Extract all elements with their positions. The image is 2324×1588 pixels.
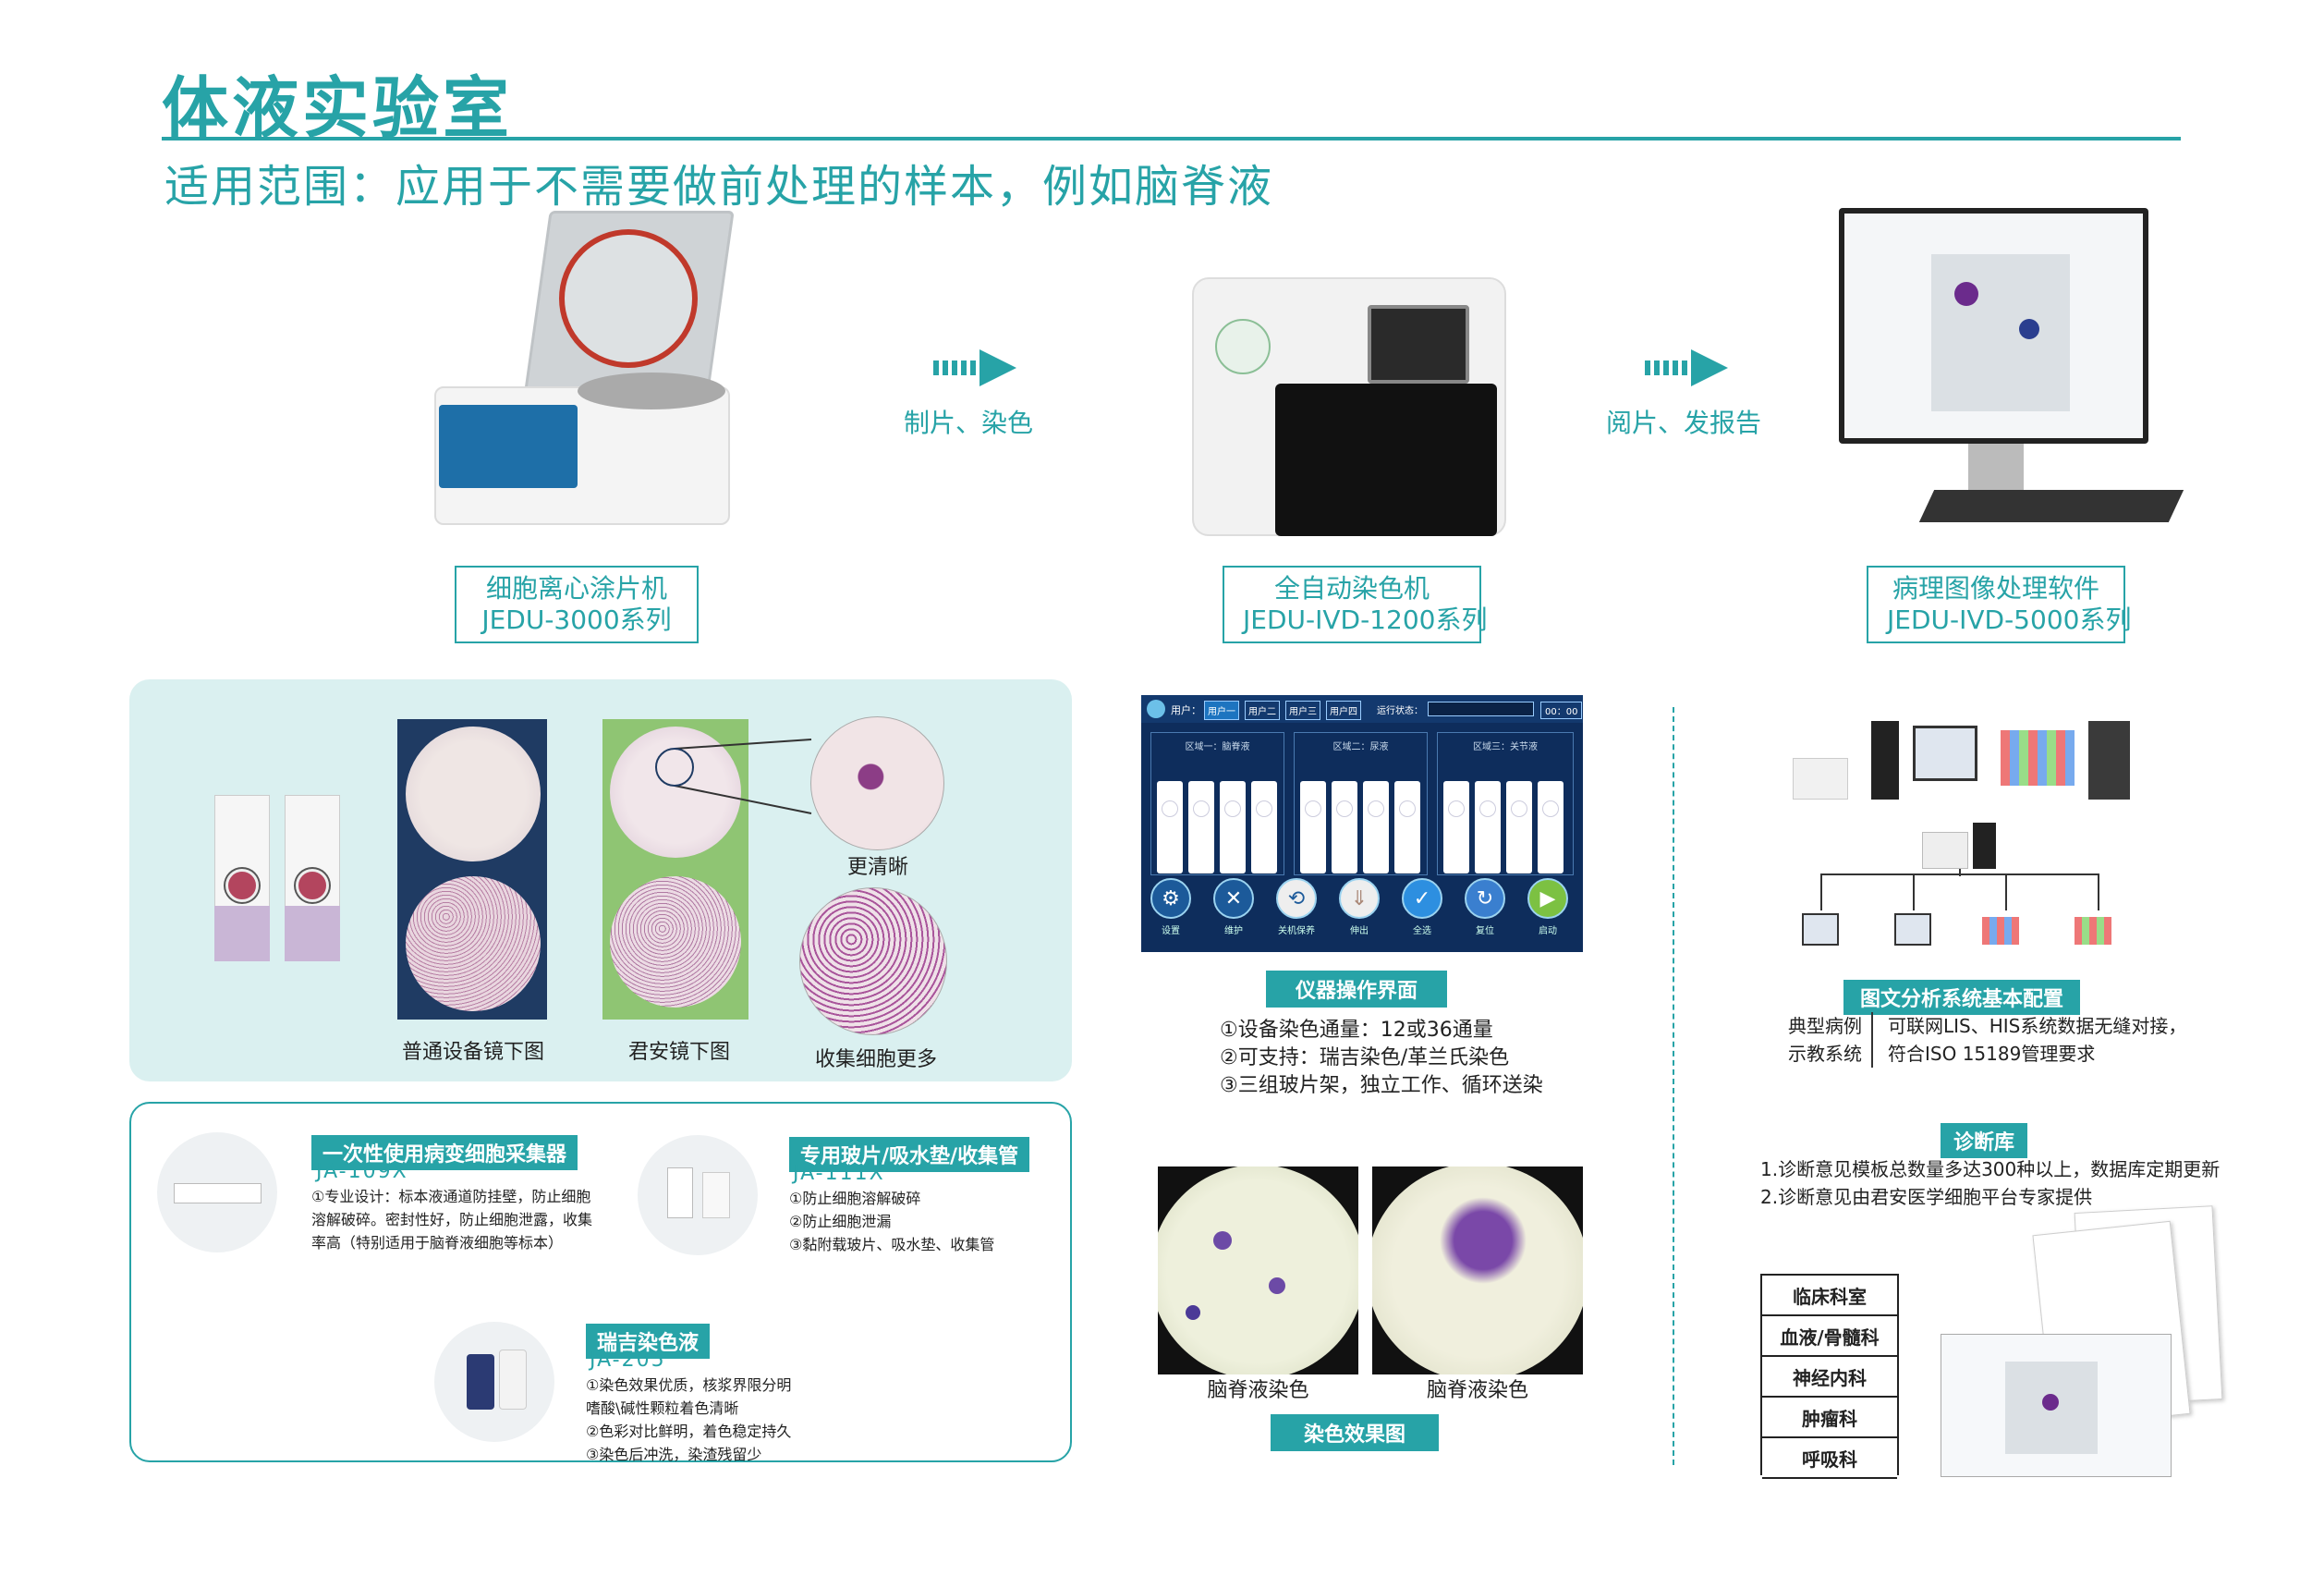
arrow-right-icon (1645, 349, 1728, 386)
csf-stain-image-1 (1158, 1167, 1358, 1374)
department-item: 血液/骨髓科 (1762, 1316, 1897, 1357)
stainer-image (1192, 277, 1506, 536)
consumables-panel (129, 1102, 1072, 1462)
stain-solution-image (434, 1322, 554, 1442)
select-all-check-icon[interactable]: ✓ (1402, 878, 1442, 919)
title-rule (162, 137, 2181, 140)
ui-zone-2: 区域二：尿液 (1294, 732, 1428, 875)
caption-clearer: 更清晰 (846, 856, 908, 879)
arrow-right-icon (933, 349, 1016, 386)
stain-desc: ①染色效果优质，核浆界限分明 嗜酸\碱性颗粒着色清晰 ②色彩对比鲜明，着色稳定持… (586, 1376, 792, 1463)
page-title: 体液实验室 (162, 69, 514, 147)
ui-zone-1: 区域一：脑脊液 (1150, 732, 1284, 875)
department-list: 临床科室 血液/骨髓科 神经内科 肿瘤科 呼吸科 (1760, 1274, 1899, 1479)
section-divider (1673, 707, 1674, 1465)
ui-user-tab-2[interactable]: 用户二 (1245, 701, 1280, 720)
lis-his-description: 可联网LIS、HIS系统数据无缝对接， 符合ISO 15189管理要求 (1888, 1015, 2187, 1065)
stain-code: JA-205 (590, 1349, 666, 1372)
junan-micrographs (602, 719, 748, 1020)
slides-tubes-image (638, 1135, 758, 1255)
collector-title: 一次性使用病变细胞采集器 (311, 1135, 578, 1170)
slides-code: JA-111X (793, 1162, 885, 1185)
department-item: 肿瘤科 (1762, 1398, 1897, 1438)
reset-refresh-icon[interactable]: ↻ (1465, 878, 1505, 919)
slides-desc: ①防止细胞溶解破碎 ②防止细胞泄漏 ③黏附载玻片、吸水垫、收集管 (789, 1190, 995, 1253)
collector-desc: ①专业设计：标本液通道防挂壁，防止细胞 溶解破碎。密封性好，防止细胞泄露，收集 … (311, 1188, 593, 1252)
stain-title: 瑞吉染色液 (586, 1324, 711, 1359)
normal-device-micrographs (397, 719, 547, 1020)
ui-status-label: 运行状态： (1377, 706, 1423, 716)
slides-title: 专用玻片/吸水垫/收集管 (789, 1137, 1030, 1172)
csf-stain-image-2 (1372, 1167, 1583, 1374)
department-item: 神经内科 (1762, 1357, 1897, 1398)
instrument-features: ①设备染色通量：12或36通量 ②可支持：瑞吉染色/革兰氏染色 ③三组玻片架，独… (1220, 1019, 1543, 1097)
diagnosis-library-desc: 1.诊断意见模板总数量多达300种以上，数据库定期更新 2.诊断意见由君安医学细… (1760, 1158, 2221, 1208)
instrument-ui-screenshot: 用户： 用户一 用户二 用户三 用户四 运行状态： 00：00 区域一：脑脊液 … (1141, 695, 1583, 952)
ui-timer: 00：00 (1540, 702, 1583, 719)
caption-normal-device: 普通设备镜下图 (401, 1041, 544, 1064)
caption-junan-device: 君安镜下图 (627, 1041, 730, 1064)
collector-image (157, 1132, 277, 1252)
instrument-ui-badge: 仪器操作界面 (1266, 971, 1448, 1008)
shutdown-maintenance-icon[interactable]: ⟲ (1276, 878, 1317, 919)
zoom-lines (655, 739, 812, 814)
zoom-clear-micrograph (810, 716, 944, 850)
start-play-icon[interactable]: ▶ (1527, 878, 1568, 919)
report-documents-image (1941, 1205, 2223, 1477)
department-item: 临床科室 (1762, 1276, 1897, 1316)
logo-icon (1147, 700, 1165, 718)
diagnosis-library-badge: 诊断库 (1941, 1123, 2028, 1158)
maintenance-tools-icon[interactable]: ✕ (1213, 878, 1254, 919)
teaching-system-label: 典型病例 示教系统 (1788, 1012, 1873, 1068)
device-label-stainer: 全自动染色机 JEDU-IVD-1200系列 (1223, 566, 1487, 643)
settings-gear-icon[interactable]: ⚙ (1150, 878, 1191, 919)
ui-user-label: 用户： (1171, 704, 1201, 716)
ui-user-tab-1[interactable]: 用户一 (1204, 701, 1239, 720)
zoom-more-cells-micrograph (799, 887, 947, 1035)
csf-stain-caption-2: 脑脊液染色 (1426, 1379, 1528, 1402)
collector-code: JA-109X (316, 1160, 408, 1183)
analysis-config-badge: 图文分析系统基本配置 (1843, 980, 2081, 1015)
ui-user-tab-3[interactable]: 用户三 (1285, 701, 1320, 720)
ui-status-field (1428, 702, 1534, 716)
csf-stain-caption-1: 脑脊液染色 (1207, 1379, 1309, 1402)
slides-image (214, 795, 344, 961)
centrifuge-image (430, 211, 735, 534)
department-item: 呼吸科 (1762, 1438, 1897, 1479)
stain-effect-badge: 染色效果图 (1271, 1414, 1440, 1451)
ui-zone-3: 区域三：关节液 (1437, 732, 1574, 875)
analysis-config-diagram (1793, 712, 2135, 961)
device-label-software: 病理图像处理软件 JEDU-IVD-5000系列 (1867, 566, 2131, 643)
device-label-centrifuge: 细胞离心涂片机 JEDU-3000系列 (455, 566, 699, 643)
ui-user-tab-4[interactable]: 用户四 (1326, 701, 1361, 720)
extend-down-icon[interactable]: ⇓ (1339, 878, 1380, 919)
page-subtitle: 适用范围：应用于不需要做前处理的样本，例如脑脊液 (164, 161, 1274, 213)
arrow-label-report: 阅片、发报告 (1606, 408, 1762, 438)
arrow-label-prep: 制片、染色 (904, 408, 1034, 438)
caption-more-cells: 收集细胞更多 (814, 1048, 937, 1071)
computer-image (1839, 208, 2184, 527)
